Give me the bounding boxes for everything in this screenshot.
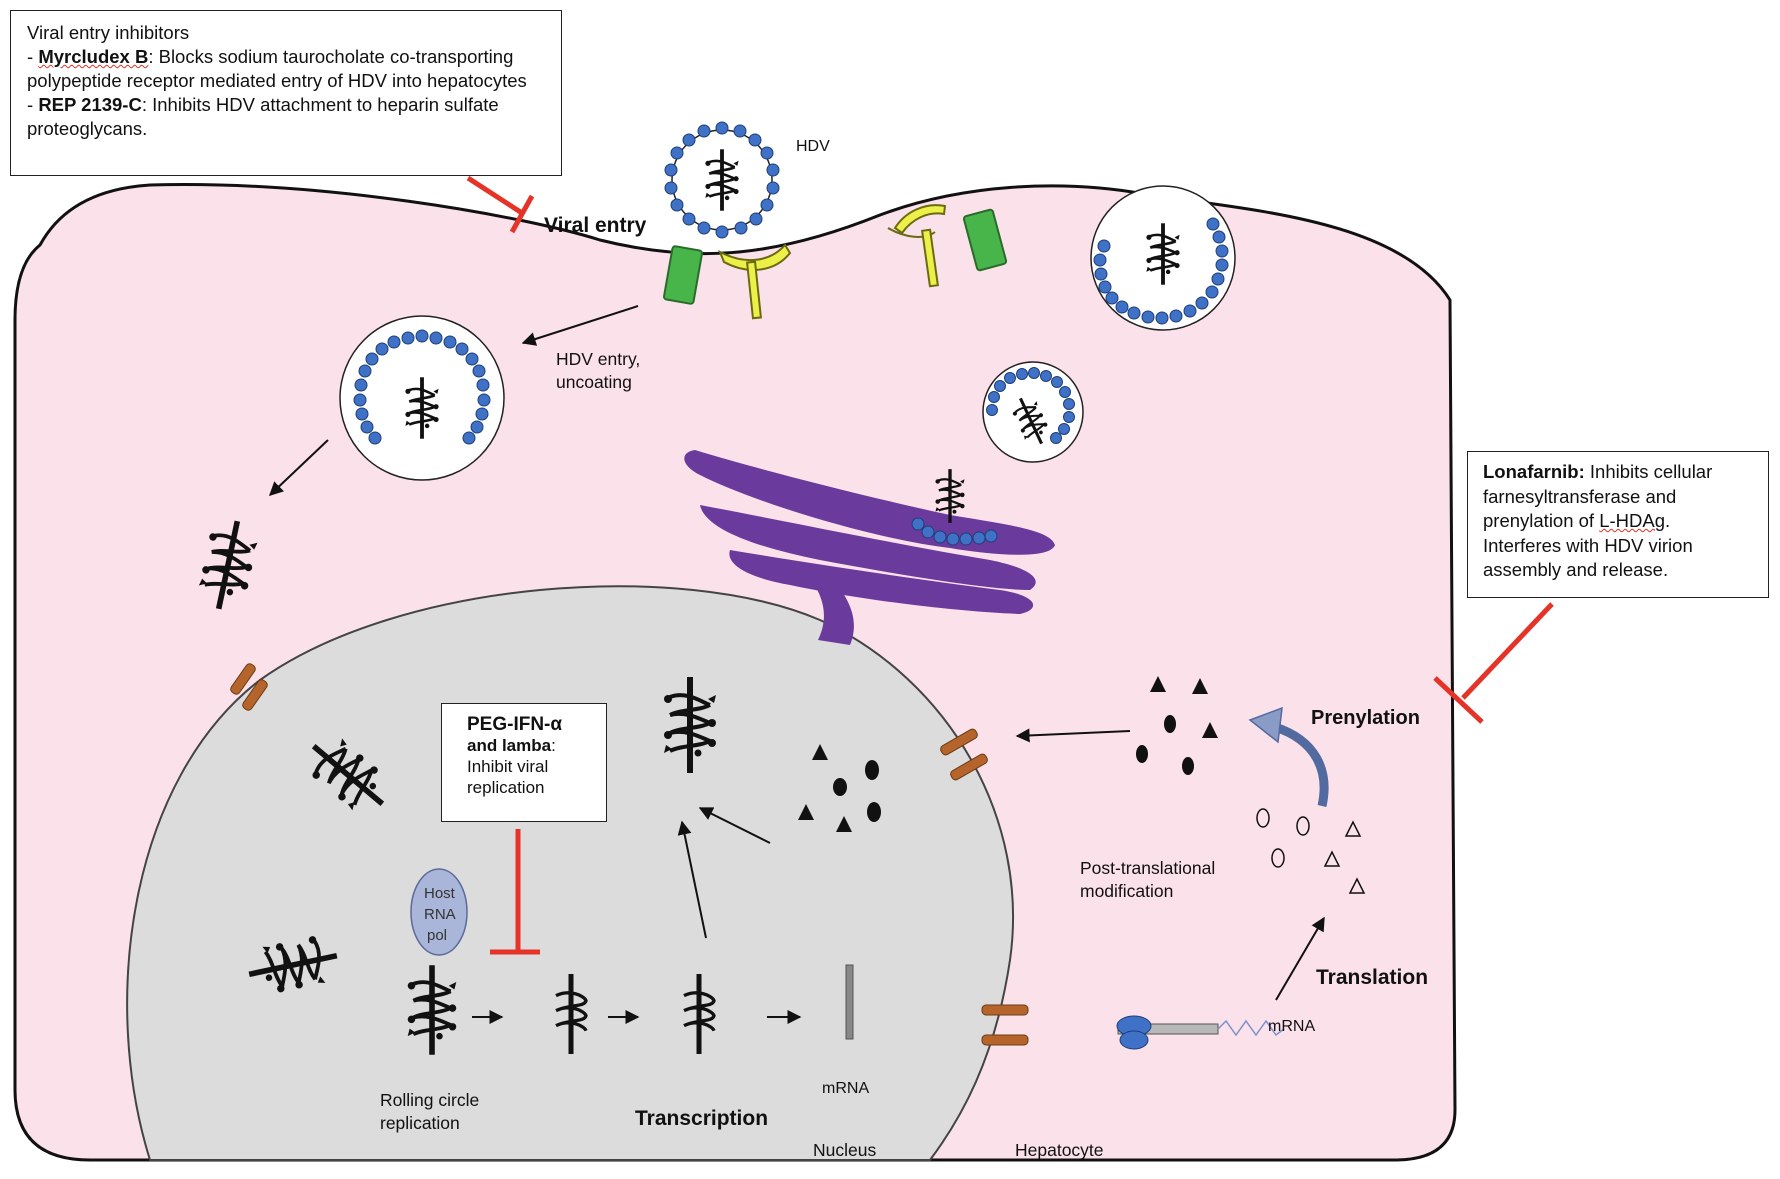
entry-inhibitors-title: Viral entry inhibitors (27, 22, 190, 43)
rep2139-text: : Inhibits HDV attachment to heparin sul… (27, 94, 499, 139)
host-rna-pol-label-2: RNA (424, 906, 456, 923)
nuclear-mrna-label: mRNA (822, 1080, 870, 1097)
translation-label: Translation (1316, 966, 1429, 989)
bullet-dash: - (27, 94, 39, 115)
rep2139-entry: - REP 2139-C: Inhibits HDV attachment to… (27, 93, 545, 141)
hepatocyte-label: Hepatocyte (1015, 1140, 1104, 1160)
entry-vesicle (339, 315, 505, 481)
hspg-receptor (718, 204, 947, 320)
nuclear-pore (981, 1004, 1029, 1046)
viral-entry-label: Viral entry (544, 214, 647, 237)
nuclear-pore (940, 728, 988, 781)
entry-inhibitors-box: Viral entry inhibitors - Myrcludex B: Bl… (10, 10, 562, 176)
rolling-circle-label-2: replication (380, 1113, 460, 1133)
unmodified-hdag (1256, 808, 1366, 894)
nuclear-pore (230, 663, 268, 711)
lonafarnib-name: Lonafarnib: (1483, 461, 1585, 482)
lonafarnib-tail: . Interferes with HDV virion assembly an… (1483, 510, 1693, 580)
ptm-label-1: Post-translational (1080, 858, 1216, 878)
bullet-dash: - (27, 46, 39, 67)
ribosome (1116, 1015, 1219, 1050)
golgi-apparatus (684, 450, 1055, 645)
myrcludex-text: : Blocks sodium taurocholate co-transpor… (27, 46, 527, 91)
hdv-label: HDV (796, 138, 830, 155)
hdv-virion (664, 121, 780, 239)
ptm-label-2: modification (1080, 881, 1174, 901)
myrcludex-entry: - Myrcludex B: Blocks sodium taurocholat… (27, 45, 545, 93)
host-rna-pol-label-3: pol (427, 927, 448, 944)
colon: : (551, 736, 556, 755)
budding-virion (1090, 185, 1236, 331)
transcription-label: Transcription (635, 1107, 769, 1130)
host-rna-pol (410, 868, 468, 956)
prenylation-arrow (1273, 722, 1329, 807)
inhibition-bars (466, 175, 1554, 955)
nuclear-mrna (845, 964, 854, 1040)
flow-arrows (268, 305, 1325, 1024)
myrcludex-name: Myrcludex B (38, 46, 149, 67)
peg-ifn-text: Inhibit viral replication (467, 757, 549, 797)
peg-ifn-name-2: and lamba: (467, 735, 581, 756)
lonafarnib-text: Inhibits cellular farnesyltransferase an… (1483, 461, 1713, 531)
cyto-mrna-label: mRNA (1268, 1018, 1316, 1035)
cytoplasmic-mrna (1217, 1019, 1285, 1037)
hdv-entry-label-2: uncoating (556, 372, 632, 392)
lamba-name: and lamba (467, 736, 552, 755)
prenylation-label: Prenylation (1311, 707, 1420, 729)
assembling-virion (911, 469, 998, 546)
rep2139-name: REP 2139-C (38, 94, 142, 115)
l-hdag-term: L-HDAg (1599, 510, 1666, 531)
ntcp-receptor (663, 208, 1008, 305)
peg-ifn-box: PEG-IFN-α and lamba: Inhibit viral repli… (441, 703, 607, 822)
lonafarnib-box: Lonafarnib: Inhibits cellular farnesyltr… (1467, 451, 1769, 598)
host-rna-pol-label-1: Host (424, 885, 455, 902)
nucleus-label: Nucleus (813, 1140, 877, 1160)
prenylation-arrowhead (1248, 706, 1283, 744)
hdv-entry-label-1: HDV entry, (556, 349, 641, 369)
peg-ifn-name: PEG-IFN-α (467, 714, 563, 735)
rolling-circle-label-1: Rolling circle (380, 1090, 480, 1110)
hdag-proteins-nucleus (798, 744, 881, 832)
prenylated-hdag (1136, 676, 1218, 775)
secretory-vesicle (982, 361, 1084, 463)
